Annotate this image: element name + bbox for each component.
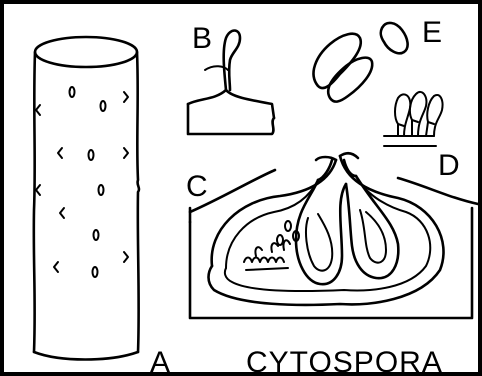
label-d: D: [438, 149, 460, 182]
stem-illustration-a: [34, 37, 139, 360]
plate-title: CYTOSPORA: [246, 346, 443, 376]
conidiophore-cluster-d: [384, 92, 443, 146]
label-e: E: [422, 16, 442, 49]
spores-illustration-e: [314, 23, 408, 102]
label-b: B: [192, 22, 212, 55]
label-c: C: [186, 170, 208, 203]
stroma-section-c: [190, 153, 478, 318]
label-a: A: [150, 346, 170, 376]
